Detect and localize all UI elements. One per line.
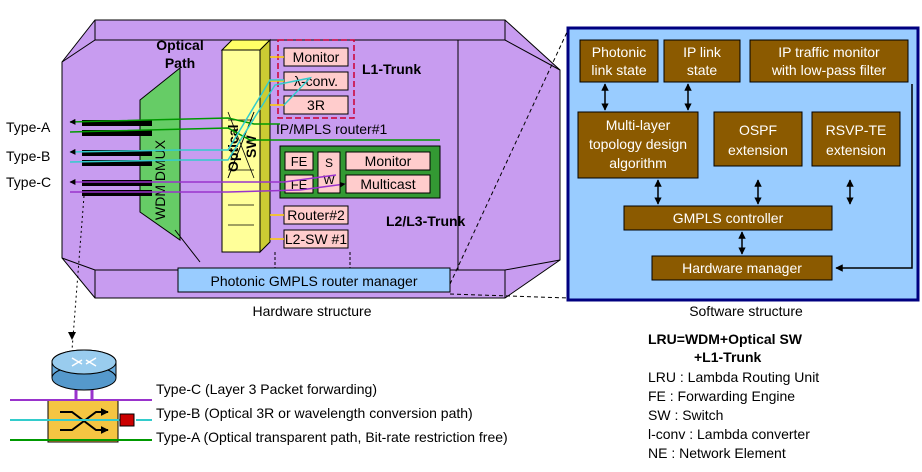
hardware-manager-label: Hardware manager xyxy=(682,260,802,276)
ip-link-state-label-2: state xyxy=(687,62,718,78)
optical-path-label-1: Optical xyxy=(156,37,203,53)
router-switch-card xyxy=(317,151,341,194)
multilayer-label-2: topology design xyxy=(589,136,687,152)
rsvp-box xyxy=(811,111,901,167)
photonic-link-state-box xyxy=(579,39,659,83)
l2sw-label: L2-SW #1 xyxy=(285,231,347,247)
photonic-link-state-label-2: link state xyxy=(591,62,646,78)
l2l3-trunk-label: L2/L3-Trunk xyxy=(386,213,466,229)
type-b-label: Type-B xyxy=(6,148,50,164)
gmpls-controller-box xyxy=(623,205,833,231)
type-c-label: Type-C xyxy=(6,174,51,190)
multicast-label: Multicast xyxy=(360,176,415,192)
hardware-manager-box xyxy=(651,255,833,281)
network-element-icon xyxy=(51,349,117,391)
legend-type-c: Type-C (Layer 3 Packet forwarding) xyxy=(156,381,377,397)
glossary-item: LRU : Lambda Routing Unit xyxy=(648,369,819,385)
optical-paths xyxy=(69,76,440,193)
optical-path-label-2: Path xyxy=(165,55,195,71)
router2-label: Router#2 xyxy=(287,207,345,223)
ospf-label-2: extension xyxy=(728,142,788,158)
input-fibers xyxy=(82,120,152,196)
monitor2-label: Monitor xyxy=(365,153,412,169)
software-arrows xyxy=(601,83,913,272)
legend-type-a: Type-A (Optical transparent path, Bit-ra… xyxy=(156,429,508,445)
fe1-card xyxy=(284,151,314,171)
glossary-item: FE : Forwarding Engine xyxy=(648,388,795,404)
fe1-label: FE xyxy=(291,154,308,169)
optical-switch: Optical SW xyxy=(220,38,272,254)
gmpls-manager-box xyxy=(177,267,451,293)
3r-label: 3R xyxy=(307,97,325,113)
ip-link-state-box xyxy=(663,39,741,83)
lambda-conv-label: λ-conv. xyxy=(294,73,338,89)
multilayer-label-1: Multi-layer xyxy=(606,117,671,133)
ospf-label-1: OSPF xyxy=(739,122,777,138)
traffic-monitor-box xyxy=(749,39,909,83)
legend-type-b: Type-B (Optical 3R or wavelength convers… xyxy=(156,405,473,421)
ipmpls-router-label: IP/MPLS router#1 xyxy=(276,121,387,137)
multilayer-box xyxy=(577,111,699,179)
l1-trunk-label: L1-Trunk xyxy=(362,61,421,77)
ip-link-state-label-1: IP link xyxy=(683,44,722,60)
multilayer-label-3: algorithm xyxy=(609,155,667,171)
glossary-item: NE : Network Element xyxy=(648,445,786,461)
photonic-link-state-label-1: Photonic xyxy=(592,44,646,60)
ospf-box xyxy=(713,111,803,167)
traffic-monitor-label-1: IP traffic monitor xyxy=(778,44,880,60)
wdm-dmux: WDM DMUX xyxy=(139,66,181,241)
3r-block xyxy=(119,413,135,427)
monitor2-card xyxy=(345,151,431,171)
glossary-title-2: +L1-Trunk xyxy=(694,349,762,365)
traffic-monitor-label-2: with low-pass filter xyxy=(771,62,887,78)
l1-trunk-frame xyxy=(277,39,355,119)
monitor-label: Monitor xyxy=(293,49,340,65)
router-switch-s: S xyxy=(325,156,333,170)
software-caption: Software structure xyxy=(689,303,803,319)
rsvp-label-1: RSVP-TE xyxy=(826,122,887,138)
glossary-item: SW : Switch xyxy=(648,407,723,423)
glossary-title-1: LRU=WDM+Optical SW xyxy=(648,331,803,347)
rsvp-label-2: extension xyxy=(826,142,886,158)
multicast-card xyxy=(345,174,431,194)
wdm-label: WDM DMUX xyxy=(152,139,168,220)
hardware-caption: Hardware structure xyxy=(252,303,371,319)
gmpls-manager-label: Photonic GMPLS router manager xyxy=(211,273,418,289)
gmpls-controller-label: GMPLS controller xyxy=(673,210,784,226)
glossary-item: l-conv : Lambda converter xyxy=(648,426,810,442)
type-a-label: Type-A xyxy=(6,119,51,135)
